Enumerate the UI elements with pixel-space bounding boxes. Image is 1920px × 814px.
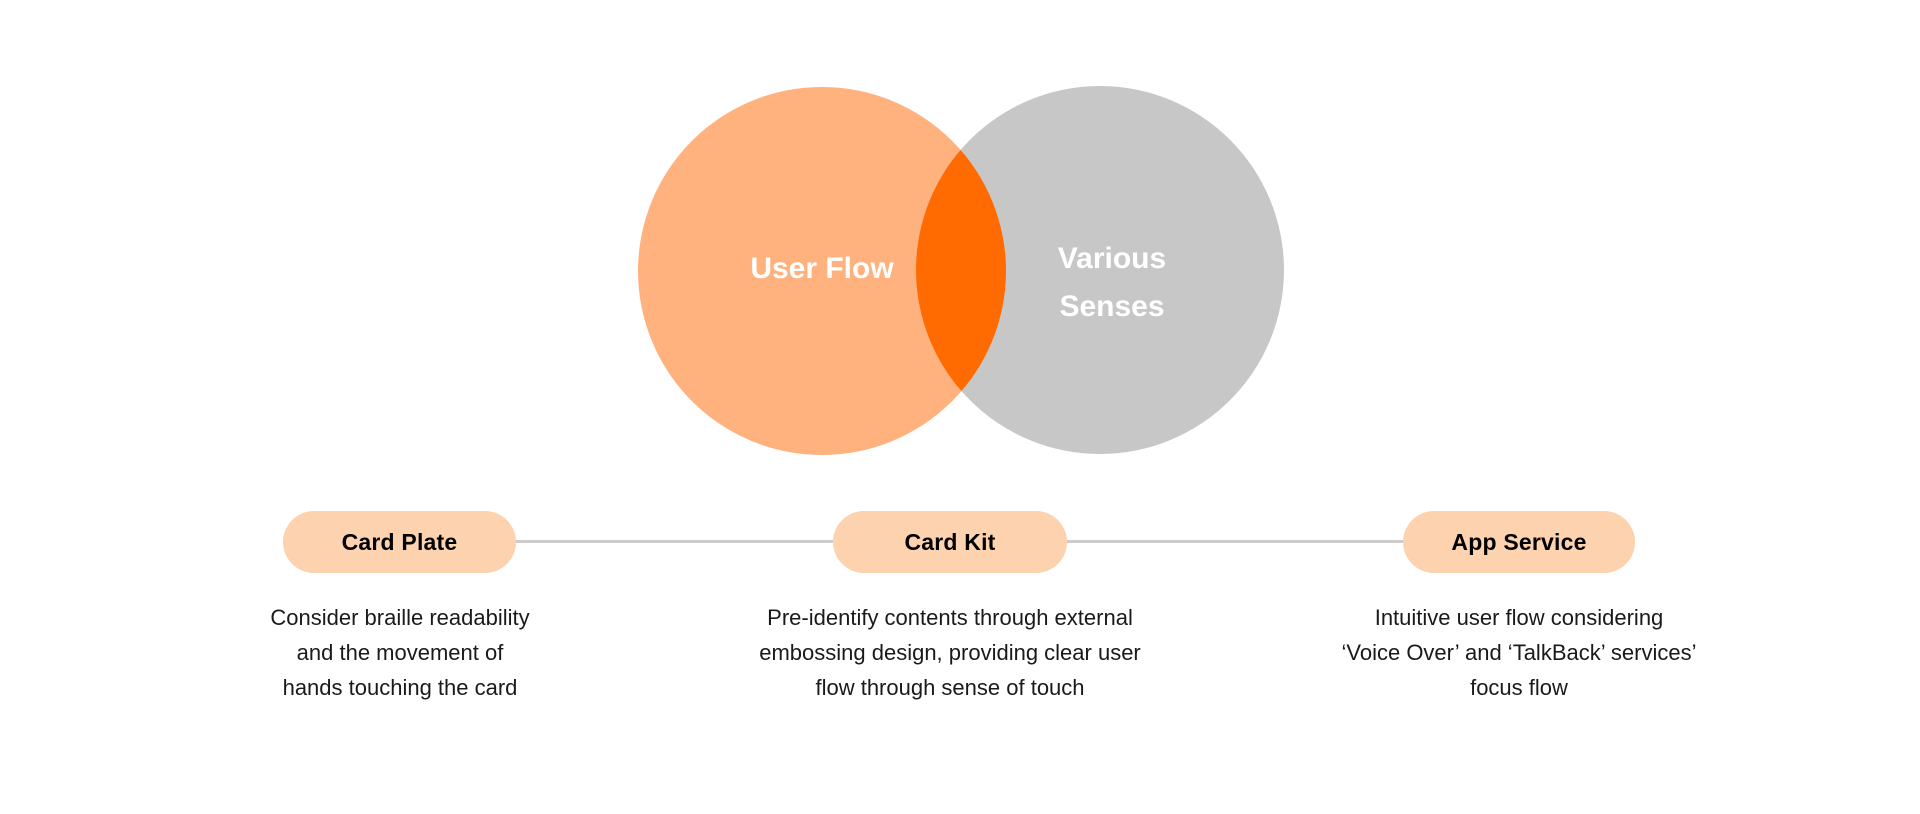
user-flow-label: User Flow: [750, 252, 894, 285]
pill-card-plate: Card Plate: [283, 511, 516, 573]
card-kit-description: Pre-identify contents through external e…: [710, 600, 1190, 705]
user-flow-circle: [638, 87, 1006, 455]
card-plate-description-line: and the movement of: [296, 640, 504, 665]
card-kit-description-line: embossing design, providing clear user: [759, 640, 1141, 665]
pill-card-kit: Card Kit: [833, 511, 1067, 573]
card-kit-description-line: Pre-identify contents through external: [767, 605, 1133, 630]
app-service-description: Intuitive user flow considering ‘Voice O…: [1279, 600, 1759, 705]
card-kit-description-line: flow through sense of touch: [815, 675, 1085, 700]
pill-card-plate-label: Card Plate: [341, 528, 458, 555]
various-senses-circle: [916, 86, 1284, 454]
various-senses-label-line2: Senses: [1059, 290, 1164, 323]
app-service-description-line: ‘Voice Over’ and ‘TalkBack’ services’: [1341, 640, 1697, 665]
pill-app-service-label: App Service: [1451, 528, 1587, 555]
various-senses-label-line1: Various: [1058, 242, 1166, 275]
card-plate-description: Consider braille readability and the mov…: [160, 600, 640, 705]
pill-card-kit-label: Card Kit: [904, 528, 996, 555]
card-plate-description-line: Consider braille readability: [270, 605, 530, 630]
app-service-description-line: focus flow: [1470, 675, 1568, 700]
pill-app-service: App Service: [1403, 511, 1635, 573]
app-service-description-line: Intuitive user flow considering: [1374, 605, 1664, 630]
card-plate-description-line: hands touching the card: [282, 675, 518, 700]
